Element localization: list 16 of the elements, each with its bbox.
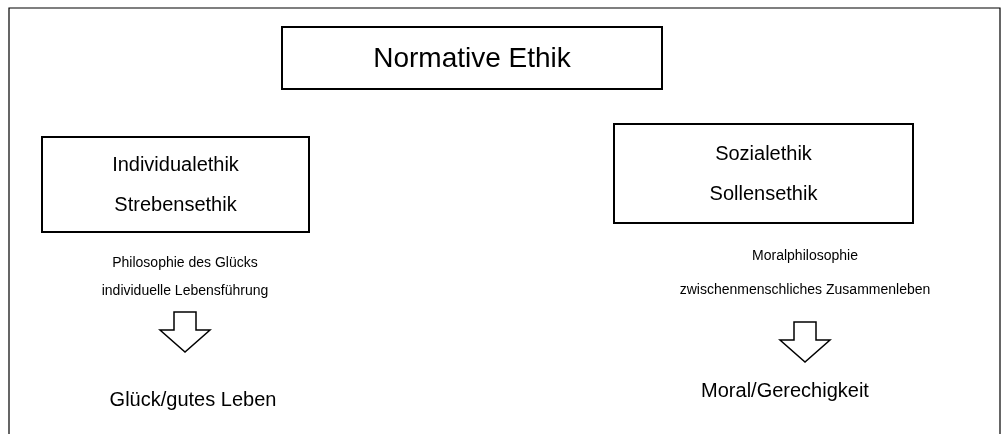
description-text: Philosophie des Glücks [112,253,258,272]
description-text: Moralphilosophie [752,246,858,265]
box-label: Normative Ethik [373,42,571,74]
block-arrow [778,321,832,363]
description-text: individuelle Lebensführung [101,281,269,300]
title-box [281,26,663,90]
category-box [613,123,914,224]
result-label: Moral/Gerechigkeit [701,379,869,402]
block-arrow [158,311,212,353]
category-box [41,136,310,233]
description-text: zwischenmenschliches Zusammenleben [679,280,931,299]
box-label: Sollensethik [709,182,818,206]
box-label: Strebensethik [114,193,237,217]
result-label: Glück/gutes Leben [109,388,277,411]
box-label: Sozialethik [715,141,812,165]
box-label: Individualethik [112,152,239,176]
